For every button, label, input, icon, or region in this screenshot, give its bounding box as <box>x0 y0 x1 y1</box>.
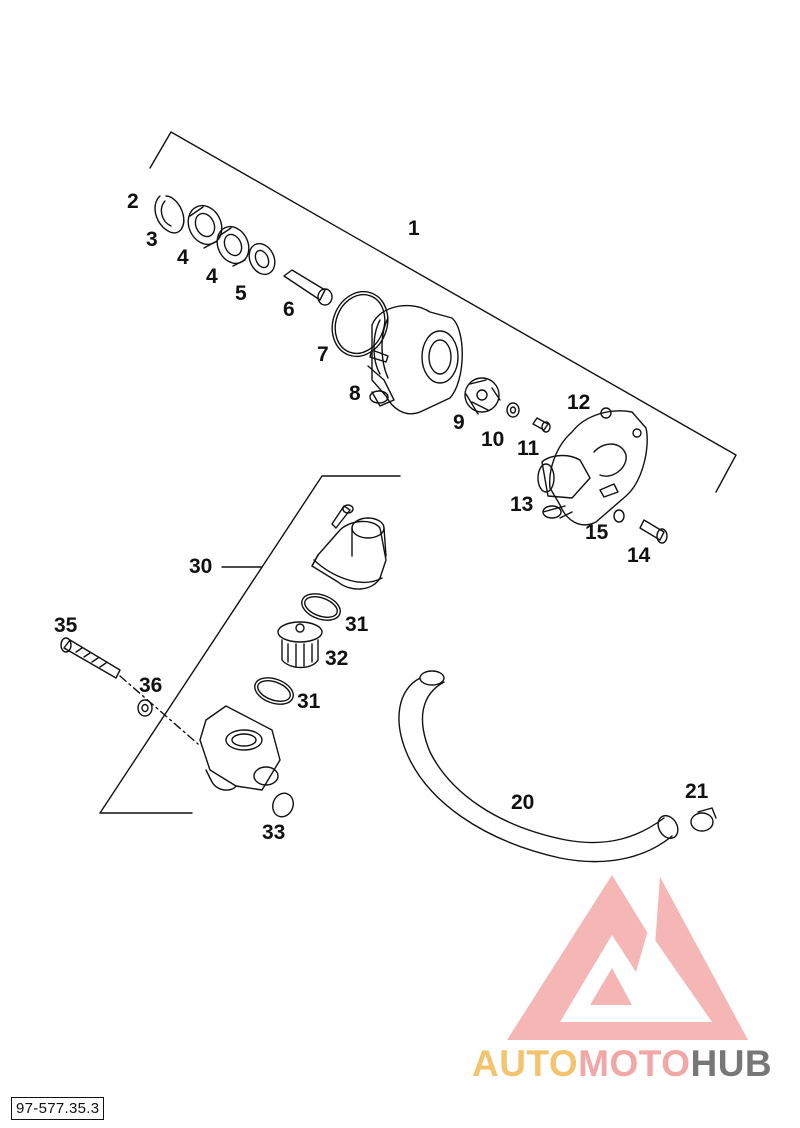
washer-part <box>506 402 520 418</box>
callout-12: 12 <box>567 391 591 414</box>
callout-33: 33 <box>262 821 286 844</box>
callout-2: 2 <box>127 190 139 213</box>
callout-11: 11 <box>517 437 540 460</box>
callout-1: 1 <box>408 217 420 240</box>
pump-cover-part <box>537 407 648 526</box>
watermark-moto: MOTO <box>578 1043 691 1084</box>
thermostat-housing-part <box>199 705 281 791</box>
callout-7: 7 <box>317 343 329 366</box>
callout-32: 32 <box>325 647 349 670</box>
small-o-ring-part <box>613 509 625 523</box>
callout-31: 31 <box>345 613 369 636</box>
callout-6: 6 <box>283 298 295 321</box>
callout-13: 13 <box>510 493 534 516</box>
o-ring-part <box>331 290 389 358</box>
callout-4: 4 <box>206 265 218 288</box>
bolt-part <box>639 519 668 544</box>
watermark-text: AUTOMOTOHUB <box>472 1043 772 1085</box>
callout-20: 20 <box>511 791 535 814</box>
callout-15: 15 <box>585 521 609 544</box>
pump-shaft-part <box>283 269 333 306</box>
bracket-item-1 <box>149 131 737 493</box>
callout-31: 31 <box>297 690 321 713</box>
o-ring-33-part <box>272 792 294 818</box>
hose-clamp-part <box>690 807 717 832</box>
thermostat-part <box>277 621 323 669</box>
circlip-part <box>154 195 185 234</box>
callout-14: 14 <box>627 544 651 567</box>
bracket-item-30 <box>99 475 401 814</box>
washer-36-part <box>137 699 153 717</box>
impeller-part <box>464 377 501 415</box>
callout-8: 8 <box>349 382 361 405</box>
coolant-hose-part <box>398 670 679 863</box>
callout-10: 10 <box>481 428 505 451</box>
callout-21: 21 <box>685 780 709 803</box>
bearing-part <box>187 204 250 267</box>
callout-30: 30 <box>189 555 213 578</box>
callout-9: 9 <box>453 411 465 434</box>
callout-35: 35 <box>54 614 78 637</box>
watermark-auto: AUTO <box>472 1043 579 1084</box>
watermark-hub: HUB <box>690 1043 773 1084</box>
thermostat-cover-part <box>311 504 387 590</box>
thermostat-o-ring-part <box>254 593 341 705</box>
callout-3: 3 <box>146 228 158 251</box>
callout-4: 4 <box>177 246 189 269</box>
seal-ring-part <box>248 242 276 276</box>
watermark-logo <box>507 875 748 1040</box>
long-bolt-part <box>60 637 199 745</box>
drawing-reference-code: 97-577.35.3 <box>11 1097 105 1120</box>
callout-5: 5 <box>235 282 247 305</box>
screw-part <box>532 417 551 433</box>
pump-housing-part <box>367 304 463 415</box>
callout-36: 36 <box>139 674 163 697</box>
